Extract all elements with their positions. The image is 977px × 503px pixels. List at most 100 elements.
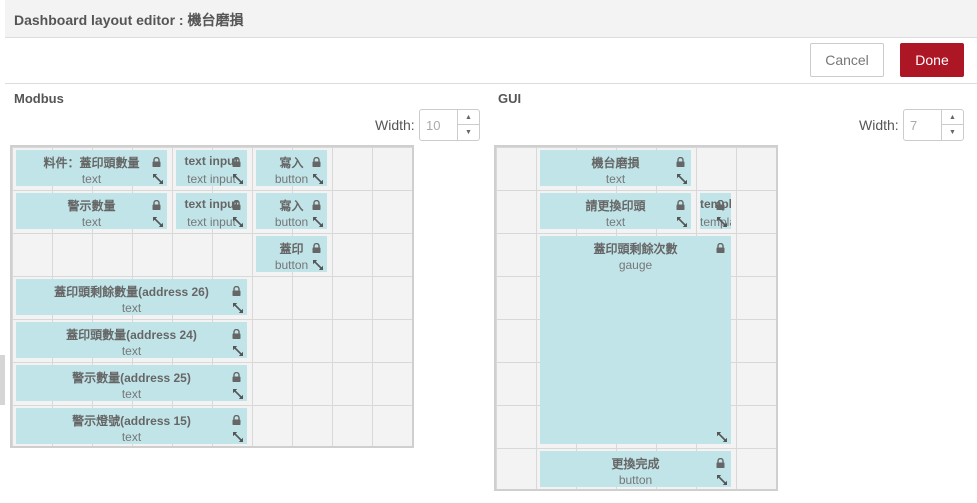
resize-icon[interactable] bbox=[716, 430, 728, 443]
widget-type: text bbox=[81, 215, 102, 229]
widget-title: 寫入 bbox=[279, 199, 304, 213]
widget-type: button bbox=[274, 258, 309, 272]
layout-widget[interactable]: 蓋印頭剩餘次數 gauge bbox=[540, 236, 731, 444]
lock-icon[interactable] bbox=[152, 154, 161, 167]
resize-icon[interactable] bbox=[676, 215, 688, 228]
widget-type: text input bbox=[187, 172, 236, 186]
widget-type: text bbox=[121, 430, 142, 444]
resize-icon[interactable] bbox=[232, 430, 244, 443]
lock-icon[interactable] bbox=[676, 154, 685, 167]
width-value-gui[interactable]: 7 bbox=[910, 118, 918, 133]
resize-icon[interactable] bbox=[676, 172, 688, 185]
layout-grid-gui: 機台磨損 text 請更換印頭 text templatetemplate 蓋印頭剩餘次數… bbox=[494, 145, 778, 491]
layout-grid-modbus: 料件：蓋印頭數量 text text input text input 寫入 button… bbox=[10, 145, 414, 448]
lock-icon[interactable] bbox=[232, 154, 241, 167]
layout-widget[interactable]: 寫入 button bbox=[256, 193, 327, 229]
dialog-header: Dashboard layout editor : 機台磨損 bbox=[5, 0, 977, 38]
lock-icon[interactable] bbox=[676, 197, 685, 210]
width-spinner-gui[interactable]: 7 ▲ ▼ bbox=[903, 109, 964, 141]
layout-widget[interactable]: 蓋印頭剩餘數量(address 26) text bbox=[16, 279, 247, 315]
lock-icon[interactable] bbox=[716, 240, 725, 253]
lock-icon[interactable] bbox=[232, 326, 241, 339]
lock-icon[interactable] bbox=[312, 154, 321, 167]
widget-title: 蓋印頭剩餘數量(address 26) bbox=[54, 285, 209, 299]
resize-icon[interactable] bbox=[716, 473, 728, 486]
lock-icon[interactable] bbox=[152, 197, 161, 210]
width-value-modbus[interactable]: 10 bbox=[426, 118, 441, 133]
lock-icon[interactable] bbox=[716, 455, 725, 468]
resize-icon[interactable] bbox=[152, 215, 164, 228]
resize-icon[interactable] bbox=[232, 301, 244, 314]
layout-widget[interactable]: 更換完成 button bbox=[540, 451, 731, 487]
layout-widget[interactable]: 警示燈號(address 15) text bbox=[16, 408, 247, 444]
resize-icon[interactable] bbox=[312, 172, 324, 185]
lock-icon[interactable] bbox=[312, 240, 321, 253]
resize-icon[interactable] bbox=[232, 387, 244, 400]
resize-icon[interactable] bbox=[232, 172, 244, 185]
widget-title: text input bbox=[184, 197, 239, 211]
widget-type: text bbox=[81, 172, 102, 186]
widget-title: 蓋印 bbox=[279, 242, 304, 256]
spin-up-button[interactable]: ▲ bbox=[942, 110, 963, 125]
widget-type: button bbox=[274, 215, 309, 229]
layout-widget[interactable]: 警示數量(address 25) text bbox=[16, 365, 247, 401]
resize-icon[interactable] bbox=[232, 215, 244, 228]
widget-type: gauge bbox=[618, 258, 653, 272]
widget-title: 寫入 bbox=[279, 156, 304, 170]
resize-icon[interactable] bbox=[312, 215, 324, 228]
widget-type: text bbox=[121, 387, 142, 401]
cancel-button[interactable]: Cancel bbox=[810, 43, 884, 77]
widget-title: 機台磨損 bbox=[591, 156, 640, 170]
lock-icon[interactable] bbox=[312, 197, 321, 210]
widget-type: text input bbox=[187, 215, 236, 229]
widget-title: 警示數量(address 25) bbox=[72, 371, 191, 385]
lock-icon[interactable] bbox=[716, 197, 725, 210]
lock-icon[interactable] bbox=[232, 369, 241, 382]
group-title-modbus: Modbus bbox=[14, 91, 64, 106]
widget-type: text bbox=[121, 344, 142, 358]
widget-title: 蓋印頭剩餘次數 bbox=[593, 242, 678, 256]
widget-title: 警示燈號(address 15) bbox=[72, 414, 191, 428]
spin-up-button[interactable]: ▲ bbox=[458, 110, 479, 125]
widget-type: button bbox=[274, 172, 309, 186]
width-label-modbus: Width: bbox=[375, 117, 415, 133]
lock-icon[interactable] bbox=[232, 412, 241, 425]
sidebar-resize-handle[interactable] bbox=[0, 355, 5, 405]
spinner-buttons: ▲ ▼ bbox=[457, 110, 479, 140]
layout-widget[interactable]: templatetemplate bbox=[700, 193, 731, 229]
lock-icon[interactable] bbox=[232, 283, 241, 296]
resize-icon[interactable] bbox=[152, 172, 164, 185]
widget-title: 更換完成 bbox=[611, 457, 660, 471]
spin-down-button[interactable]: ▼ bbox=[465, 129, 472, 136]
layout-widget[interactable]: 蓋印 button bbox=[256, 236, 327, 272]
layout-widget[interactable]: 料件：蓋印頭數量 text bbox=[16, 150, 167, 186]
resize-icon[interactable] bbox=[232, 344, 244, 357]
widget-type: text bbox=[605, 172, 626, 186]
lock-icon[interactable] bbox=[232, 197, 241, 210]
widget-title: text input bbox=[184, 154, 239, 168]
widget-type: template bbox=[700, 215, 731, 229]
layout-widget[interactable]: 蓋印頭數量(address 24) text bbox=[16, 322, 247, 358]
dialog-title: Dashboard layout editor : 機台磨損 bbox=[14, 12, 244, 28]
widget-type: text bbox=[605, 215, 626, 229]
done-button[interactable]: Done bbox=[900, 43, 964, 77]
spinner-buttons: ▲ ▼ bbox=[941, 110, 963, 140]
resize-icon[interactable] bbox=[312, 258, 324, 271]
layout-widget[interactable]: 寫入 button bbox=[256, 150, 327, 186]
width-spinner-modbus[interactable]: 10 ▲ ▼ bbox=[419, 109, 480, 141]
width-label-gui: Width: bbox=[859, 117, 899, 133]
layout-widget[interactable]: text input text input bbox=[176, 193, 247, 229]
widget-title: 警示數量 bbox=[67, 199, 116, 213]
layout-widget[interactable]: 警示數量 text bbox=[16, 193, 167, 229]
spin-down-button[interactable]: ▼ bbox=[949, 129, 956, 136]
widget-title: 請更換印頭 bbox=[585, 199, 646, 213]
layout-widget[interactable]: text input text input bbox=[176, 150, 247, 186]
layout-widget[interactable]: 請更換印頭 text bbox=[540, 193, 691, 229]
widget-title: 料件：蓋印頭數量 bbox=[43, 156, 140, 170]
widget-title: 蓋印頭數量(address 24) bbox=[66, 328, 197, 342]
widget-type: button bbox=[618, 473, 653, 487]
layout-widget[interactable]: 機台磨損 text bbox=[540, 150, 691, 186]
resize-icon[interactable] bbox=[716, 215, 728, 228]
dialog-toolbar: Cancel Done bbox=[5, 38, 977, 84]
widget-type: text bbox=[121, 301, 142, 315]
